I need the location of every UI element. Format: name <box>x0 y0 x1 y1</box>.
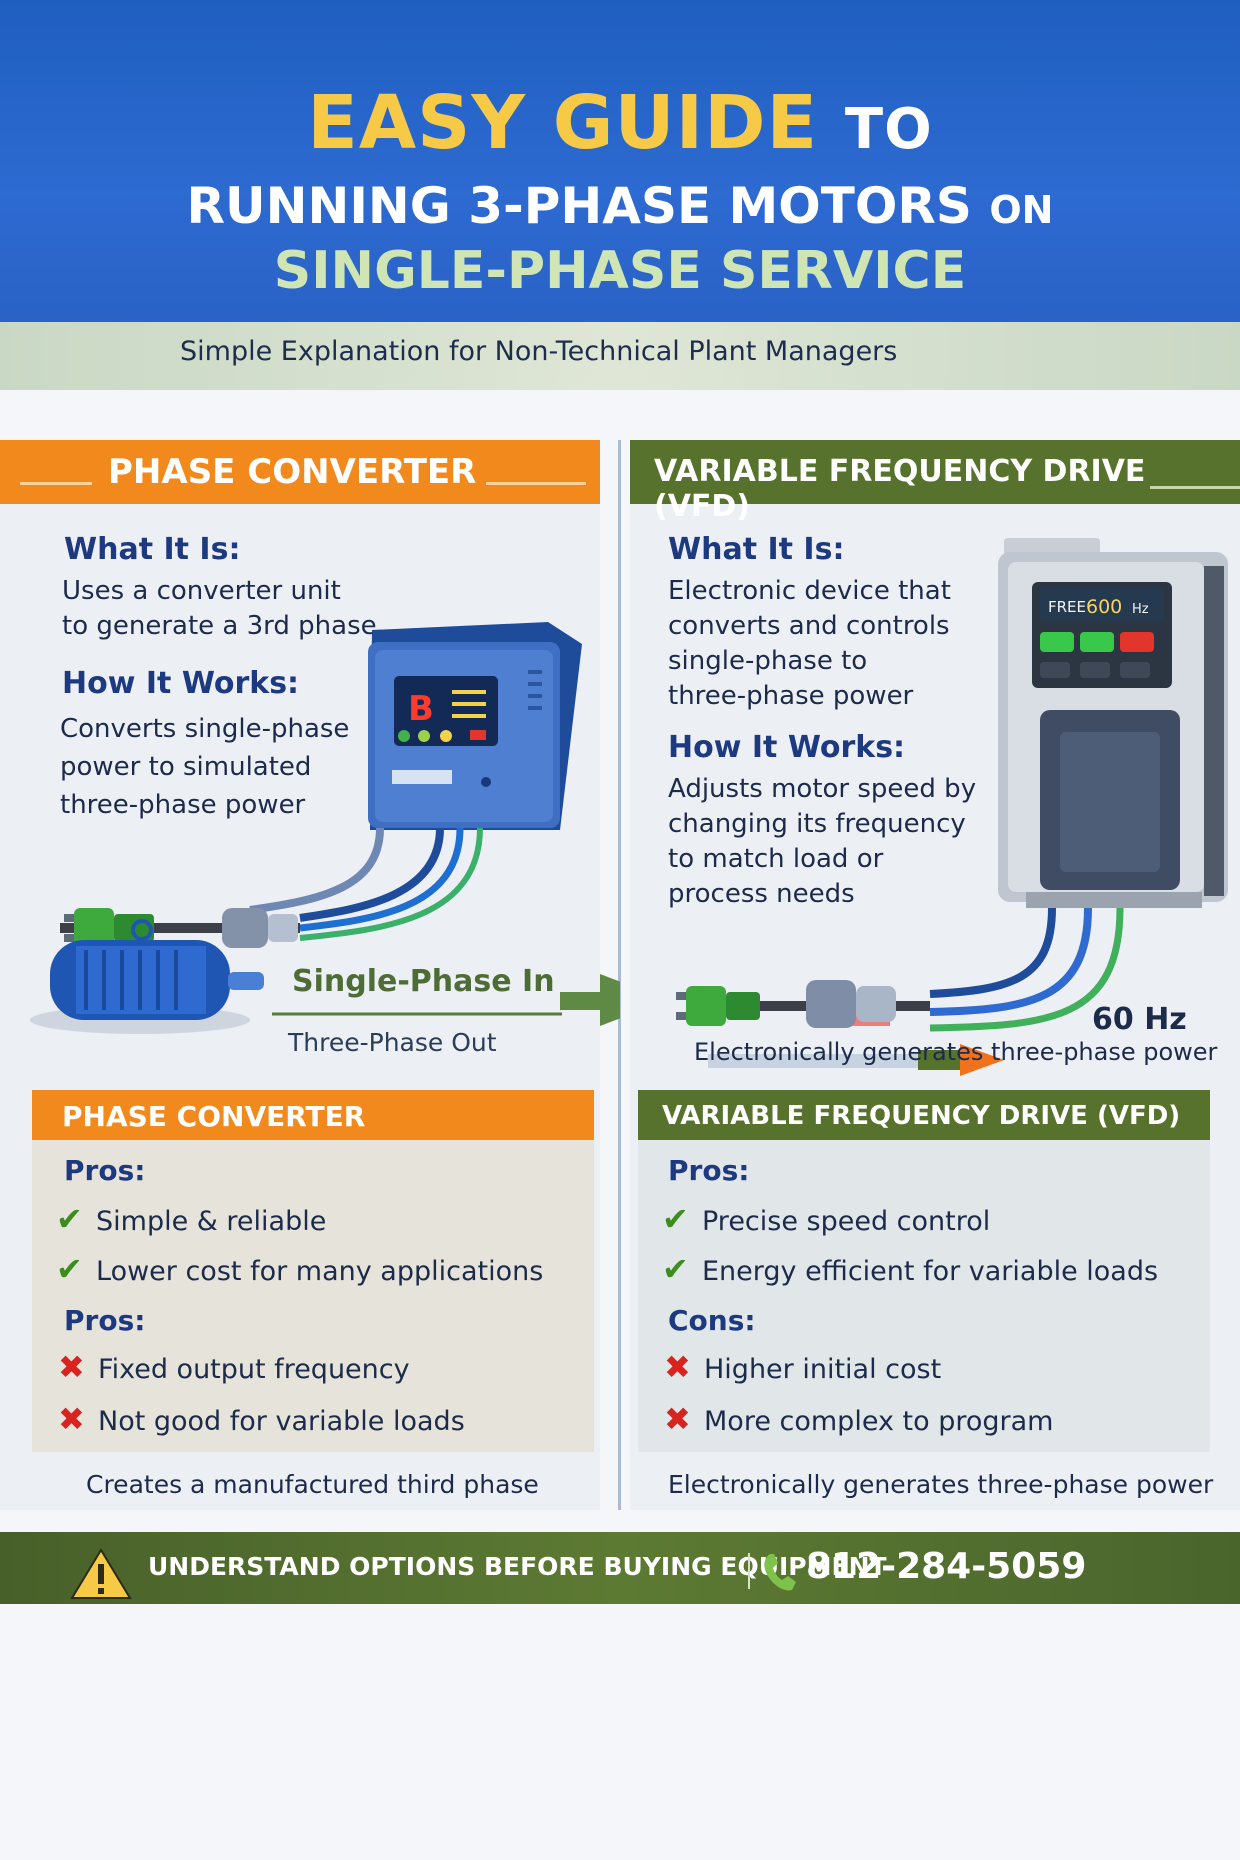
left-pro-item: ✔Simple & reliable <box>56 1200 327 1238</box>
right-what-text: Electronic device that converts and cont… <box>668 574 951 714</box>
vfd-display-prefix: FREE <box>1048 598 1086 616</box>
cross-icon: ✖ <box>664 1348 691 1386</box>
left-how-text: Converts single-phase power to simulated… <box>60 710 349 824</box>
footer-band <box>0 1532 1240 1604</box>
left-card-title: PHASE CONVERTER <box>32 1090 594 1140</box>
column-divider <box>618 440 621 1510</box>
check-icon: ✔ <box>56 1200 83 1238</box>
subtitle-band <box>0 322 1240 390</box>
left-what-line: Uses a converter unit <box>62 576 341 606</box>
right-card-title: VARIABLE FREQUENCY DRIVE (VFD) <box>638 1090 1210 1140</box>
vfd-green-button[interactable] <box>1040 632 1074 652</box>
check-icon: ✔ <box>662 1200 689 1238</box>
right-how-heading: How It Works: <box>668 730 906 765</box>
right-cons-heading: Cons: <box>668 1304 756 1337</box>
title-line-2-main: RUNNING 3-PHASE MOTORS <box>186 177 972 235</box>
right-how-line: to match load or <box>668 844 884 874</box>
arrow-icon <box>272 974 620 1026</box>
title-line-2-on: ON <box>989 188 1054 232</box>
right-how-line: process needs <box>668 879 855 909</box>
right-what-line: three-phase power <box>668 681 914 711</box>
motor-icon <box>30 919 264 1034</box>
left-how-line: power to simulated <box>60 752 312 782</box>
cross-icon: ✖ <box>664 1400 691 1438</box>
footer-separator <box>748 1553 750 1589</box>
single-phase-in-label: Single-Phase In <box>292 964 555 999</box>
title-line-1: EASY GUIDE TO <box>0 78 1240 175</box>
right-pros-heading: Pros: <box>668 1154 750 1187</box>
footer-phone-number[interactable]: 812-284-5059 <box>806 1546 1087 1587</box>
footer-warning-text: UNDERSTAND OPTIONS BEFORE BUYING EQUIPME… <box>148 1552 887 1581</box>
vfd-display-value: 600 <box>1086 596 1122 618</box>
subtitle: Simple Explanation for Non-Technical Pla… <box>180 336 898 367</box>
phone-icon <box>764 1554 796 1591</box>
cross-icon: ✖ <box>58 1348 85 1386</box>
right-con-item: ✖More complex to program <box>664 1400 1054 1438</box>
left-con-item: ✖Not good for variable loads <box>58 1400 465 1438</box>
vfd-green-button[interactable] <box>1080 632 1114 652</box>
right-what-line: converts and controls <box>668 611 950 641</box>
right-banner: VARIABLE FREQUENCY DRIVE (VFD) <box>630 440 1240 524</box>
left-what-heading: What It Is: <box>64 532 241 567</box>
vfd-caption: Electronically generates three-phase pow… <box>694 1038 1218 1066</box>
left-pro-item: ✔Lower cost for many applications <box>56 1250 544 1288</box>
frequency-label: 60 Hz <box>1092 1002 1187 1037</box>
left-con-item: ✖Fixed output frequency <box>58 1348 410 1386</box>
right-con-item: ✖Higher initial cost <box>664 1348 942 1386</box>
vfd-unit: FREE 600 Hz <box>998 538 1228 908</box>
three-phase-out-label: Three-Phase Out <box>288 1028 497 1057</box>
left-pros-heading: Pros: <box>64 1154 146 1187</box>
vfd-illustration: FREE 600 Hz <box>676 538 1228 1076</box>
left-what-line: to generate a 3rd phase <box>62 611 377 641</box>
left-banner-label: PHASE CONVERTER <box>108 452 477 492</box>
phase-converter-illustration: B <box>30 622 620 1034</box>
title-line-2: RUNNING 3-PHASE MOTORS ON <box>0 176 1240 240</box>
header-banner <box>0 0 1240 322</box>
right-how-line: Adjusts motor speed by <box>668 774 977 804</box>
right-what-heading: What It Is: <box>668 532 845 567</box>
check-icon: ✔ <box>56 1250 83 1288</box>
right-what-line: Electronic device that <box>668 576 951 606</box>
title-to: TO <box>844 97 933 162</box>
right-banner-label: VARIABLE FREQUENCY DRIVE (VFD) <box>654 454 1146 524</box>
left-what-text: Uses a converter unit to generate a 3rd … <box>62 574 377 644</box>
left-how-line: Converts single-phase <box>60 714 350 744</box>
frequency-bar <box>708 1054 980 1068</box>
left-cons-heading: Pros: <box>64 1304 146 1337</box>
vfd-display-unit: Hz <box>1132 602 1149 617</box>
arrow-icon <box>960 1044 1004 1076</box>
right-how-line: changing its frequency <box>668 809 966 839</box>
title-highlight: EASY GUIDE <box>307 80 819 166</box>
left-footer-note: Creates a manufactured third phase <box>86 1470 539 1499</box>
right-footer-note: Electronically generates three-phase pow… <box>668 1470 1214 1499</box>
check-icon: ✔ <box>662 1250 689 1288</box>
converter-display: B <box>408 689 434 729</box>
right-what-line: single-phase to <box>668 646 868 676</box>
left-pros-cons-card <box>32 1090 594 1452</box>
plug-icon <box>676 986 760 1026</box>
phase-converter-unit: B <box>368 622 582 830</box>
title-line-3: SINGLE-PHASE SERVICE <box>273 241 967 301</box>
right-how-text: Adjusts motor speed by changing its freq… <box>668 772 976 912</box>
warning-icon <box>70 1548 132 1599</box>
vfd-red-button[interactable] <box>1120 632 1154 652</box>
cross-icon: ✖ <box>58 1400 85 1438</box>
right-pros-cons-card <box>638 1090 1210 1452</box>
left-how-line: three-phase power <box>60 790 306 820</box>
left-how-heading: How It Works: <box>62 666 300 701</box>
right-pro-item: ✔Precise speed control <box>662 1200 991 1238</box>
left-banner: PHASE CONVERTER <box>0 440 600 504</box>
right-pro-item: ✔Energy efficient for variable loads <box>662 1250 1159 1288</box>
